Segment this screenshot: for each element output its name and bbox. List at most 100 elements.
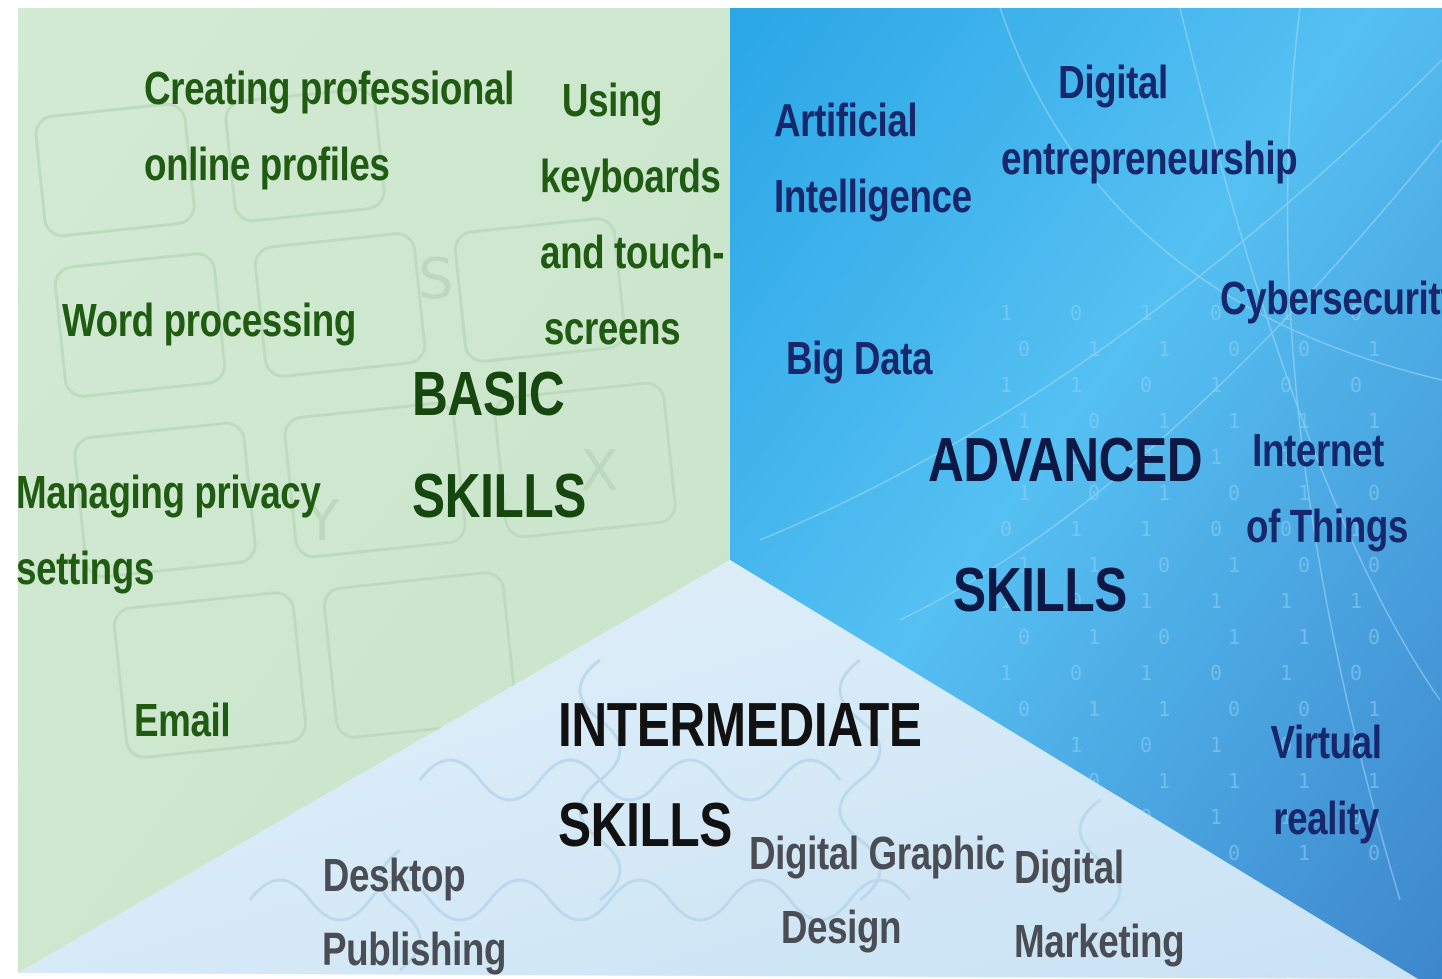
intermediate-skills-title: INTERMEDIATE SKILLS: [558, 676, 922, 876]
binary-digit: 1: [1158, 409, 1170, 433]
binary-digit: 0: [1228, 697, 1240, 721]
left-margin: [0, 0, 18, 979]
binary-digit: 0: [1140, 733, 1152, 757]
skill-digital-entrepreneurship: Digital entrepreneurship: [1001, 44, 1298, 196]
skill-line: Digital Graphic: [749, 827, 1005, 879]
binary-digit: 0: [1158, 553, 1170, 577]
binary-digit: 0: [1298, 697, 1310, 721]
binary-digit: 1: [1070, 445, 1082, 469]
binary-digit: 1: [1000, 589, 1012, 613]
binary-digit: 1: [1000, 301, 1012, 325]
binary-digit: 0: [1350, 301, 1362, 325]
binary-digit: 0: [1350, 733, 1362, 757]
key-glyph: X: [580, 439, 618, 504]
binary-digit: 1: [1368, 337, 1380, 361]
binary-digit: 0: [1368, 625, 1380, 649]
puzzle-lines: [248, 658, 1122, 972]
title-line: SKILLS: [412, 462, 586, 531]
skill-virtual-reality: Virtual reality: [1262, 704, 1390, 856]
binary-digit: 0: [1070, 589, 1082, 613]
skill-creating-professional-online-profiles: Creating professional online profiles: [144, 50, 514, 202]
binary-digit: 1: [1298, 841, 1310, 865]
binary-digit: 1: [1018, 481, 1030, 505]
basic-region: [18, 8, 730, 973]
title-line: ADVANCED: [928, 426, 1203, 495]
keyboard-keys: [34, 87, 677, 759]
skill-using-keyboards-touchscreens: Using keyboards and touch- screens: [540, 62, 724, 366]
binary-digit: 0: [1210, 661, 1222, 685]
binary-digit: 0: [1018, 625, 1030, 649]
advanced-skills-title: ADVANCED SKILLS: [928, 396, 1203, 656]
skill-line: reality: [1273, 792, 1379, 844]
skill-line: Publishing: [322, 923, 507, 975]
binary-digit: 0: [1228, 841, 1240, 865]
binary-digit: 1: [1350, 589, 1362, 613]
binary-digit: 1: [1018, 409, 1030, 433]
binary-pattern: 1011010110101101011010110101101011010110…: [1000, 301, 1380, 865]
title-line: BASIC: [412, 360, 565, 429]
binary-digit: 1: [1158, 337, 1170, 361]
binary-digit: 0: [1210, 301, 1222, 325]
binary-digit: 1: [1210, 733, 1222, 757]
binary-digit: 0: [1140, 373, 1152, 397]
skill-line: settings: [16, 542, 154, 594]
binary-digit: 0: [1350, 661, 1362, 685]
skill-line: Managing privacy: [16, 466, 321, 518]
skill-internet-of-things: Internet of Things: [1246, 412, 1408, 564]
intermediate-region: [18, 560, 1418, 979]
binary-digit: 1: [1088, 553, 1100, 577]
skill-line: Email: [134, 694, 231, 746]
binary-digit: 1: [1210, 589, 1222, 613]
binary-digit: 0: [1018, 697, 1030, 721]
binary-digit: 0: [1088, 481, 1100, 505]
binary-digit: 1: [1210, 445, 1222, 469]
binary-digit: 1: [1228, 409, 1240, 433]
binary-digit: 0: [1228, 337, 1240, 361]
binary-digit: 0: [1350, 805, 1362, 829]
binary-digit: 1: [1000, 661, 1012, 685]
skill-big-data: Big Data: [786, 320, 932, 396]
binary-digit: 1: [1228, 553, 1240, 577]
binary-digit: 1: [1280, 445, 1292, 469]
binary-digit: 0: [1368, 841, 1380, 865]
skill-managing-privacy-settings: Managing privacy settings: [16, 454, 321, 606]
binary-digit: 0: [1298, 553, 1310, 577]
binary-digit: 1: [1210, 373, 1222, 397]
binary-digit: 1: [1088, 625, 1100, 649]
binary-digit: 0: [1000, 517, 1012, 541]
binary-digit: 1: [1140, 589, 1152, 613]
binary-digit: 1: [1158, 481, 1170, 505]
binary-digit: 1: [1298, 409, 1310, 433]
binary-digit: 0: [1070, 661, 1082, 685]
key-glyph: Y: [304, 489, 340, 554]
skill-artificial-intelligence: Artificial Intelligence: [774, 82, 972, 234]
title-line: SKILLS: [953, 556, 1127, 625]
skill-line: Artificial: [774, 94, 918, 146]
skill-line: Design: [780, 901, 902, 953]
binary-digit: 1: [1280, 805, 1292, 829]
binary-digit: 1: [1088, 697, 1100, 721]
skill-line: keyboards: [540, 150, 721, 202]
binary-digit: 1: [1210, 805, 1222, 829]
binary-digit: 1: [1140, 517, 1152, 541]
binary-digit: 0: [1368, 553, 1380, 577]
skill-line: entrepreneurship: [1001, 132, 1298, 184]
skill-cybersecurity: Cybersecurity: [1220, 260, 1442, 336]
binary-digit: 0: [1350, 373, 1362, 397]
skill-line: Marketing: [1014, 915, 1185, 967]
binary-digit: 0: [1018, 337, 1030, 361]
binary-digit: 1: [1070, 733, 1082, 757]
binary-digit: 0: [1298, 337, 1310, 361]
skill-line: Intelligence: [774, 170, 972, 222]
skill-line: Using: [561, 74, 663, 126]
skill-line: Virtual: [1270, 716, 1382, 768]
title-line: SKILLS: [558, 791, 732, 860]
binary-digit: 1: [1088, 337, 1100, 361]
skill-line: Digital: [1058, 56, 1168, 108]
light-rays: [759, 7, 1442, 901]
binary-digit: 0: [1280, 517, 1292, 541]
skill-line: of Things: [1246, 500, 1408, 552]
binary-digit: 1: [1158, 697, 1170, 721]
binary-digit: 1: [1350, 517, 1362, 541]
